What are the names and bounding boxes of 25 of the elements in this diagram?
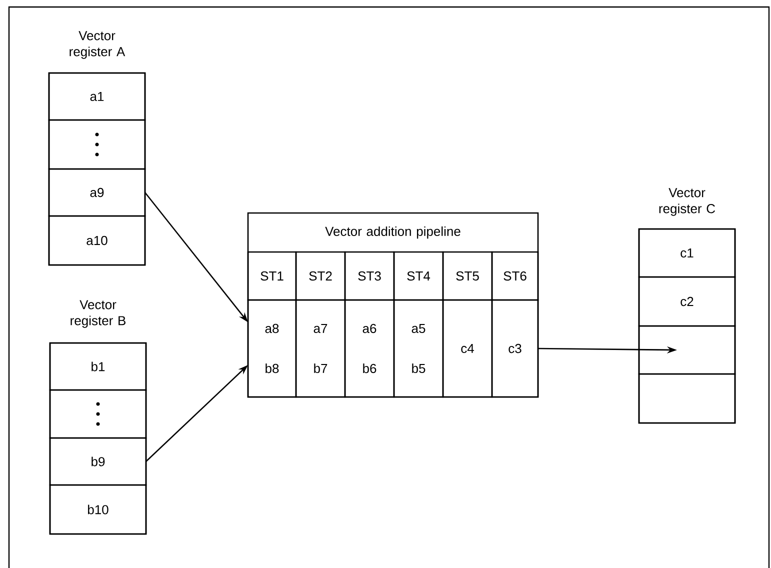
stage-cell: a7 b7	[295, 299, 346, 398]
stage-cell: ST3	[344, 251, 395, 301]
stage-cell: ST2	[295, 251, 346, 301]
register-cell: a9	[48, 168, 146, 217]
register-cell: b9	[49, 437, 147, 486]
stage-cell: ST6	[491, 251, 539, 301]
register-cell: b10	[49, 484, 147, 535]
stage-cell: ST4	[393, 251, 444, 301]
register-cell: a10	[48, 215, 146, 266]
stage-cell: a8 b8	[247, 299, 297, 398]
stage-cell: c4	[442, 299, 493, 398]
register-cell	[638, 325, 736, 375]
node-label: Vector register A	[70, 31, 126, 59]
register-cell	[638, 373, 736, 424]
node-label: Vector register C	[659, 188, 716, 216]
stage-cell: ST5	[442, 251, 493, 301]
stage-cell: a6 b6	[344, 299, 395, 398]
stage-cell: c3	[491, 299, 539, 398]
register-cell: c2	[638, 276, 736, 327]
stage-cell: a5 b5	[393, 299, 444, 398]
stage-cell: ST1	[247, 251, 297, 301]
register-cell: b1	[49, 342, 147, 391]
register-cell: c1	[638, 228, 736, 278]
node-label: Vector register B	[70, 300, 126, 328]
register-cell: a1	[48, 72, 146, 121]
